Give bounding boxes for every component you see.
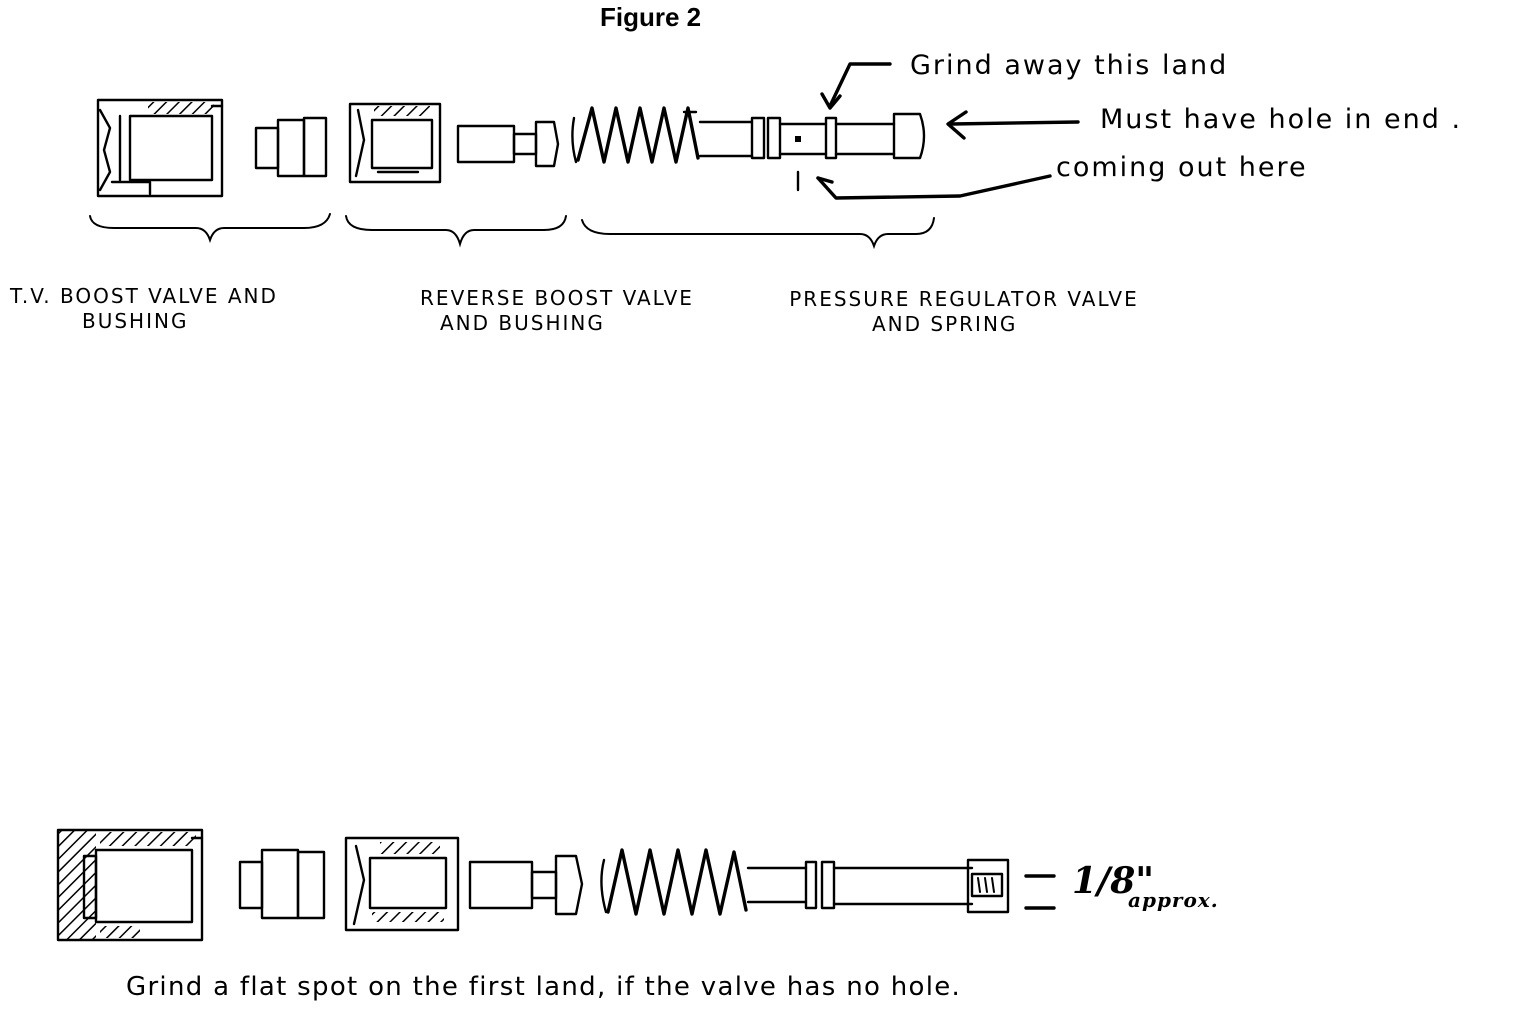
tv-boost-valve-bottom xyxy=(238,848,326,920)
tv-boost-brace xyxy=(89,213,331,244)
reverse-boost-brace xyxy=(345,215,567,248)
measurement-marks xyxy=(1024,874,1056,910)
tv-boost-bushing-top xyxy=(96,98,224,198)
pressure-regulator-brace xyxy=(581,217,935,250)
figure-title: Figure 2 xyxy=(600,2,702,32)
pressure-regulator-valve-top xyxy=(698,112,926,160)
reverse-boost-valve-top xyxy=(456,120,560,168)
bottom-caption: Grind a flat spot on the first land, if … xyxy=(126,972,962,1002)
reverse-boost-bushing-bottom xyxy=(344,836,460,932)
tv-boost-label: T.V. BOOST VALVE AND BUSHING xyxy=(10,284,278,333)
reverse-boost-bushing-top xyxy=(348,102,442,184)
measurement-fraction: 1/8" xyxy=(1072,860,1155,902)
hole-in-end-arrow xyxy=(946,110,1080,140)
reverse-boost-label: REVERSE BOOST VALVE AND BUSHING xyxy=(420,286,694,335)
reverse-boost-valve-bottom xyxy=(468,854,584,916)
tv-boost-valve-top xyxy=(254,116,328,178)
pressure-regulator-label: PRESSURE REGULATOR VALVE AND SPRING xyxy=(789,287,1139,336)
pressure-regulator-spring-top xyxy=(571,106,700,164)
grind-land-arrow xyxy=(820,62,892,110)
tv-boost-bushing-bottom xyxy=(56,828,204,942)
pressure-regulator-valve-bottom xyxy=(746,858,1010,914)
coming-out-arrow xyxy=(796,170,1052,200)
grind-land-callout: Grind away this land xyxy=(910,50,1229,81)
measurement-approx: approx. xyxy=(1128,888,1219,912)
hole-in-end-callout: Must have hole in end . xyxy=(1100,104,1463,135)
pressure-regulator-spring-bottom xyxy=(600,848,748,916)
coming-out-callout: coming out here xyxy=(1056,152,1308,183)
